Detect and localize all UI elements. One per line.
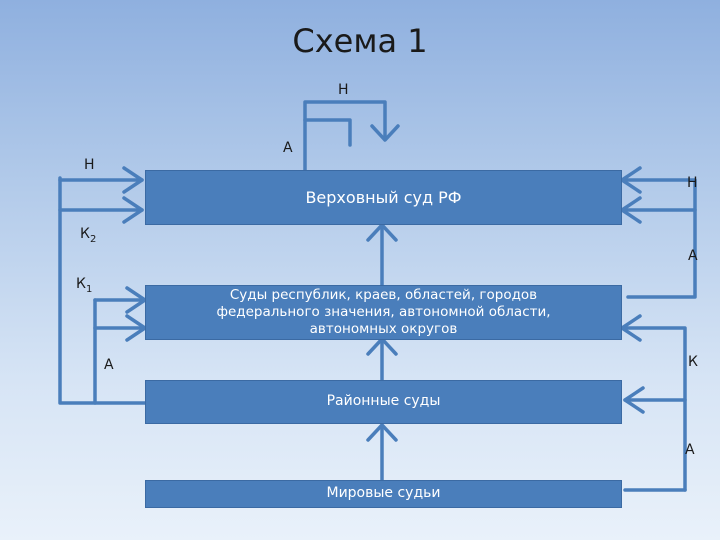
magistrates-box: Мировые судьи bbox=[145, 480, 622, 508]
up-arrowhead-district bbox=[366, 423, 398, 442]
right-district-arrowhead bbox=[623, 386, 645, 414]
right-supreme-arrowhead-mid bbox=[620, 196, 642, 224]
label-top-a: А bbox=[283, 140, 293, 156]
page-title: Схема 1 bbox=[292, 22, 428, 60]
label-right-n: Н bbox=[687, 175, 698, 191]
label-k1: К1 bbox=[76, 276, 93, 295]
up-arrowhead-supreme bbox=[366, 223, 398, 242]
left-arrowhead-top bbox=[122, 166, 144, 194]
top-loop-line bbox=[303, 100, 387, 172]
label-right-k: К bbox=[688, 354, 698, 370]
label-right-a2: А bbox=[685, 442, 695, 458]
supreme-court-box: Верховный суд РФ bbox=[145, 170, 622, 225]
regional-courts-box: Суды республик, краев, областей, городов… bbox=[145, 285, 622, 340]
top-loop-inner bbox=[303, 118, 352, 147]
right-regional-arrowhead bbox=[620, 314, 642, 342]
top-loop-arrowhead bbox=[370, 124, 400, 142]
left-arrowhead-mid bbox=[122, 196, 144, 224]
label-right-a1: А bbox=[688, 248, 698, 264]
right-supreme-line bbox=[623, 178, 697, 299]
left-outer-line bbox=[58, 176, 147, 405]
label-left-n: Н bbox=[84, 157, 95, 173]
district-courts-box: Районные суды bbox=[145, 380, 622, 424]
right-regional-line bbox=[620, 326, 687, 492]
right-supreme-arrowhead-top bbox=[620, 166, 642, 194]
label-left-a: А bbox=[104, 357, 114, 373]
label-k2: К2 bbox=[80, 226, 97, 245]
label-top-n: Н bbox=[338, 82, 349, 98]
